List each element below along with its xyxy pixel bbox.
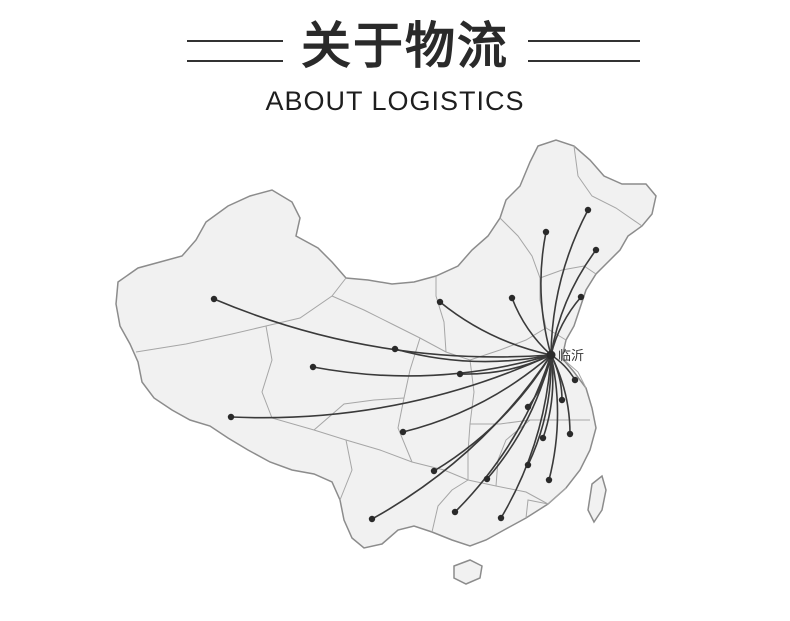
- route-line: [550, 249, 597, 356]
- province-border: [261, 325, 353, 501]
- city-dot: [545, 476, 553, 484]
- province-border: [331, 295, 471, 361]
- route-line: [527, 354, 552, 466]
- route-line: [312, 354, 552, 377]
- route-line: [500, 354, 552, 519]
- province-border: [345, 439, 549, 505]
- province-border: [525, 487, 567, 519]
- route-line: [454, 354, 552, 513]
- map-land-hainan: [453, 559, 483, 585]
- city-dot: [430, 467, 438, 475]
- route-line: [511, 297, 552, 356]
- city-dot: [497, 514, 505, 522]
- route-line: [540, 231, 552, 356]
- province-border: [561, 357, 587, 389]
- route-line: [394, 348, 552, 363]
- province-border: [313, 397, 405, 431]
- city-dot-layer: [210, 206, 600, 523]
- page-title: 关于物流: [301, 16, 509, 75]
- province-border: [431, 479, 469, 533]
- title-row: 关于物流: [0, 12, 790, 82]
- city-dot: [391, 345, 399, 353]
- route-line: [542, 354, 554, 439]
- city-dot: [483, 475, 491, 483]
- page-subtitle: ABOUT LOGISTICS: [265, 86, 525, 116]
- city-dot: [399, 428, 407, 436]
- route-line: [439, 301, 552, 356]
- city-dot: [558, 396, 566, 404]
- hub-label: 临沂: [558, 349, 585, 364]
- route-line: [550, 209, 589, 356]
- city-dot: [508, 294, 516, 302]
- city-dot: [539, 434, 547, 442]
- route-line: [230, 354, 552, 419]
- route-line: [527, 354, 552, 408]
- map-land-mainland: [115, 139, 657, 549]
- city-dot: [456, 370, 464, 378]
- title-rule-left: [187, 40, 283, 62]
- province-border: [435, 276, 447, 353]
- map-land-taiwan: [587, 474, 607, 524]
- province-border: [539, 265, 597, 279]
- city-dot: [577, 293, 585, 301]
- route-line: [548, 354, 559, 481]
- city-dot: [566, 430, 574, 438]
- city-dot: [584, 206, 592, 214]
- city-dot: [542, 228, 550, 236]
- city-dot: [524, 403, 532, 411]
- route-line: [213, 298, 552, 358]
- city-dot: [524, 461, 532, 469]
- city-dot: [309, 363, 317, 371]
- hub-dot: [546, 350, 556, 360]
- city-dot: [436, 298, 444, 306]
- city-dot: [592, 246, 600, 254]
- route-line: [459, 354, 552, 375]
- city-dot: [368, 515, 376, 523]
- route-line: [550, 296, 582, 356]
- city-dot: [210, 295, 218, 303]
- city-dot: [571, 376, 579, 384]
- route-line: [433, 354, 552, 472]
- province-borders: [135, 145, 643, 533]
- route-layer: [213, 209, 597, 520]
- title-rule-right: [528, 40, 640, 62]
- city-dot: [227, 413, 235, 421]
- province-border: [573, 145, 643, 227]
- city-dot: [451, 508, 459, 516]
- route-line: [402, 354, 552, 433]
